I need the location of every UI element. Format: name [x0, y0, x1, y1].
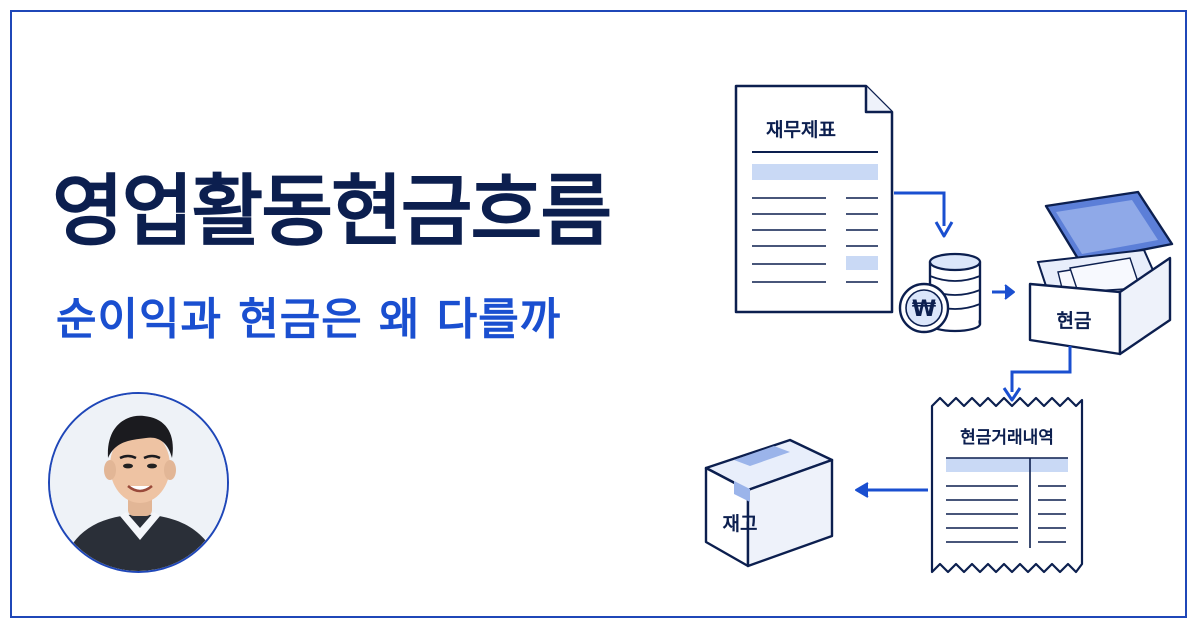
- cash-box-icon: 현금: [1028, 190, 1174, 356]
- arrow-statement-to-coins: [894, 191, 954, 238]
- cash-label: 현금: [1057, 310, 1092, 332]
- avatar: [48, 392, 229, 573]
- outer-frame: [10, 10, 1187, 618]
- arrow-receipt-to-inventory: [855, 482, 928, 498]
- financial-statement-icon: 재무제표: [734, 84, 894, 314]
- person-portrait: [50, 394, 227, 571]
- main-title: 영업활동현금흐름: [52, 167, 612, 257]
- inventory-label: 재고: [723, 513, 758, 535]
- arrow-coins-to-cashbox: [992, 284, 1015, 300]
- won-coin-icon: ₩: [912, 297, 936, 322]
- inventory-box-icon: 재고: [704, 438, 834, 568]
- statement-label: 재무제표: [766, 119, 836, 141]
- coin-stack-icon: ₩: [898, 252, 982, 334]
- arrow-cashbox-to-receipt: [1002, 346, 1072, 402]
- cash-transaction-receipt-icon: 현금거래내역: [930, 396, 1084, 574]
- subtitle: 순이익과 현금은 왜 다를까: [56, 294, 562, 345]
- receipt-label: 현금거래내역: [960, 428, 1054, 448]
